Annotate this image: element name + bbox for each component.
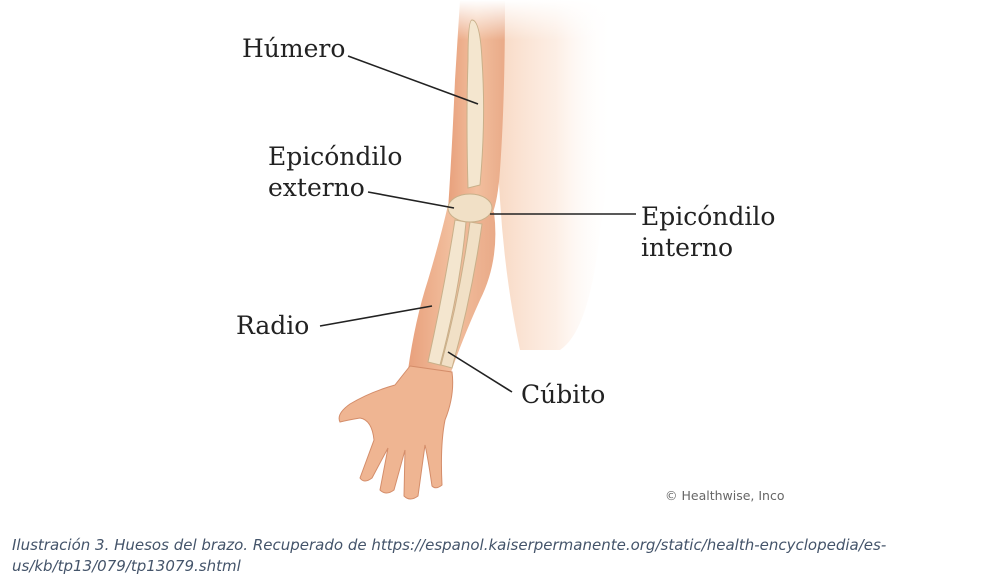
arm-diagram: Húmero Epicóndilo externo Epicóndilo int… [236, 0, 785, 503]
image-credit: © Healthwise, Inco [665, 488, 785, 503]
ulna-bone [440, 221, 483, 369]
arm-illustration [319, 0, 640, 500]
label-epicondilo-externo-line1: Epicóndilo [268, 142, 403, 171]
hand [338, 365, 454, 500]
label-epicondilo-interno-line2: interno [641, 233, 734, 262]
humerus-bone [466, 19, 485, 189]
leader-cubito [447, 351, 513, 393]
figure-caption: Ilustración 3. Huesos del brazo. Recuper… [12, 536, 887, 575]
radius-bone [427, 219, 467, 366]
label-cubito: Cúbito [521, 380, 606, 409]
leader-humero [347, 55, 479, 105]
label-epicondilo-interno-line1: Epicóndilo [641, 202, 776, 231]
elbow-joint [447, 193, 493, 223]
label-humero: Húmero [242, 34, 346, 63]
label-epicondilo-externo-line2: externo [268, 173, 365, 202]
leader-epicondilo-externo [367, 191, 455, 209]
leader-radio [319, 305, 433, 327]
label-radio: Radio [236, 311, 310, 340]
torso [470, 0, 614, 350]
